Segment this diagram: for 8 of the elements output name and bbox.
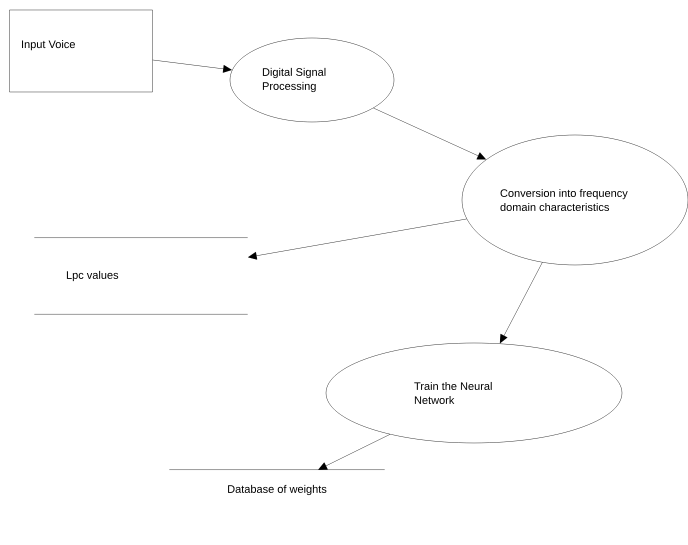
arrow — [152, 60, 232, 73]
arrow — [318, 434, 390, 470]
arrow — [373, 108, 486, 160]
data-store: Database of weights — [169, 470, 385, 496]
data-store: Lpc values — [34, 238, 248, 314]
arrow — [500, 262, 543, 344]
process-box: Input Voice — [9, 10, 153, 92]
arrow — [248, 218, 467, 260]
